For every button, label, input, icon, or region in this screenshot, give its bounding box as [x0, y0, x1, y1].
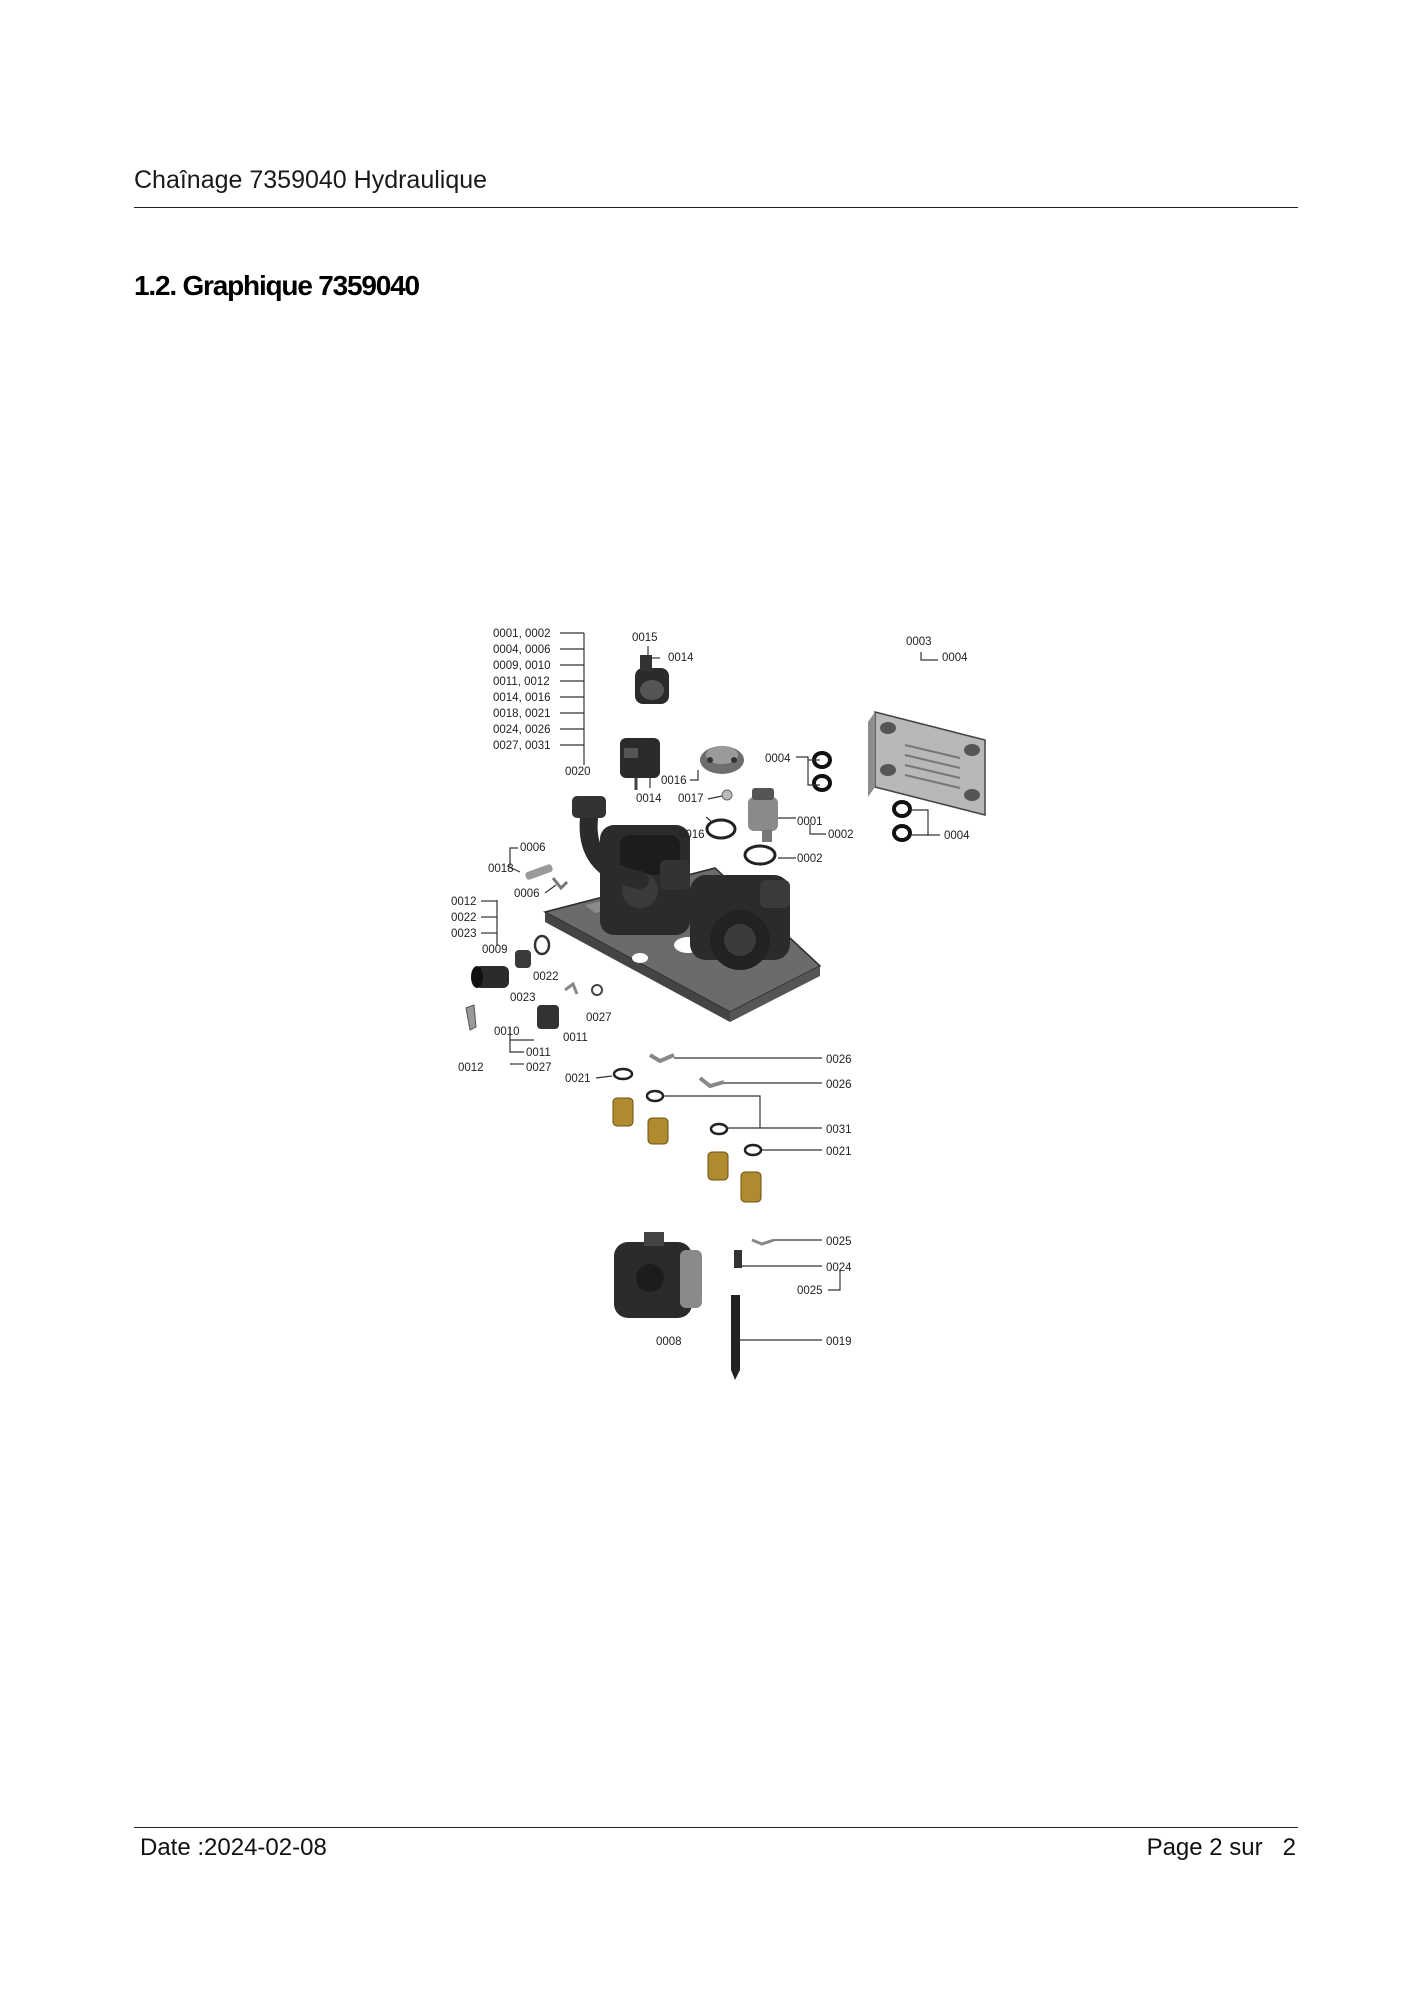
- callout-0025: 0025: [826, 1236, 852, 1248]
- callout-0018: 0018: [488, 863, 514, 875]
- callout-0004: 0004: [765, 753, 791, 765]
- callout-0016: 0016: [661, 775, 687, 787]
- footer-rule: [134, 1827, 1298, 1828]
- callout-0023: 0023: [451, 928, 477, 940]
- callout-0014: 0014: [668, 652, 694, 664]
- callout-0020: 0020: [565, 766, 591, 778]
- cylinder-0009: [471, 966, 509, 988]
- group-label: 0014, 0016: [493, 692, 551, 704]
- callout-0006: 0006: [514, 888, 540, 900]
- pump-housing-right: [690, 875, 790, 970]
- callout-0024: 0024: [826, 1262, 852, 1274]
- footer-page-number: Page 2 sur 2: [1146, 1834, 1296, 1861]
- callout-0011: 0011: [526, 1047, 551, 1059]
- washer-0017: [721, 789, 733, 801]
- section-title: 1.2. Graphique 7359040: [134, 270, 420, 301]
- block-0014: [620, 738, 660, 790]
- group-label: 0024, 0026: [493, 724, 551, 736]
- elbow-pipe: [579, 801, 649, 889]
- callout-0008: 0008: [656, 1336, 682, 1348]
- drain-rod-0019: [731, 1295, 740, 1370]
- o-ring-0002: [743, 844, 777, 866]
- callout-0003: 0003: [906, 636, 932, 648]
- heat-exchanger-0003: [868, 711, 986, 816]
- callout-0002: 0002: [797, 853, 823, 865]
- callout-0025: 0025: [797, 1285, 823, 1297]
- callout-0019: 0019: [826, 1336, 852, 1348]
- callout-0014: 0014: [636, 793, 662, 805]
- sensor-0018: [525, 864, 553, 880]
- callout-0009: 0009: [482, 944, 508, 956]
- brass-fittings: [612, 1097, 762, 1203]
- callout-0022: 0022: [451, 912, 477, 924]
- callout-0021: 0021: [565, 1073, 591, 1085]
- callout-0004: 0004: [944, 830, 970, 842]
- callout-0026: 0026: [826, 1079, 852, 1091]
- callout-0015: 0015: [632, 632, 658, 644]
- group-label: 0011, 0012: [493, 676, 550, 688]
- callout-0017: 0017: [678, 793, 704, 805]
- group-label: 0001, 0002: [493, 628, 551, 640]
- group-label: 0027, 0031: [493, 740, 551, 752]
- callout-0027: 0027: [586, 1012, 612, 1024]
- group-label: 0004, 0006: [493, 644, 551, 656]
- callout-0011: 0011: [563, 1032, 588, 1044]
- group-label: 0009, 0010: [493, 660, 551, 672]
- valve-0001: [748, 788, 778, 842]
- motor-0015: [635, 655, 669, 704]
- callout-0021: 0021: [826, 1146, 852, 1158]
- callout-0001: 0001: [797, 816, 823, 828]
- callout-0026: 0026: [826, 1054, 852, 1066]
- header-rule: [134, 207, 1298, 208]
- callout-0031: 0031: [826, 1124, 852, 1136]
- cap-0016: [700, 746, 744, 774]
- callout-0023: 0023: [510, 992, 536, 1004]
- callout-0010: 0010: [494, 1026, 520, 1038]
- callout-0012: 0012: [451, 896, 477, 908]
- group-label: 0018, 0021: [493, 708, 551, 720]
- callout-0006: 0006: [520, 842, 546, 854]
- callout-0012: 0012: [458, 1062, 484, 1074]
- document-header-title: Chaînage 7359040 Hydraulique: [134, 166, 488, 194]
- callout-0002: 0002: [828, 829, 854, 841]
- o-ring-0016: [705, 818, 737, 840]
- callout-0027: 0027: [526, 1062, 552, 1074]
- callout-0004: 0004: [942, 652, 968, 664]
- callout-0022: 0022: [533, 971, 559, 983]
- pump-motor-0008: [614, 1232, 702, 1318]
- footer-date: Date :2024-02-08: [140, 1834, 327, 1861]
- callout-labels: 0001, 0002 0004, 0006 0009, 0010 0011, 0…: [451, 628, 970, 1348]
- part-drawings: [465, 655, 986, 1380]
- leader-lines: [481, 632, 940, 1341]
- callout-0016: 0016: [679, 829, 705, 841]
